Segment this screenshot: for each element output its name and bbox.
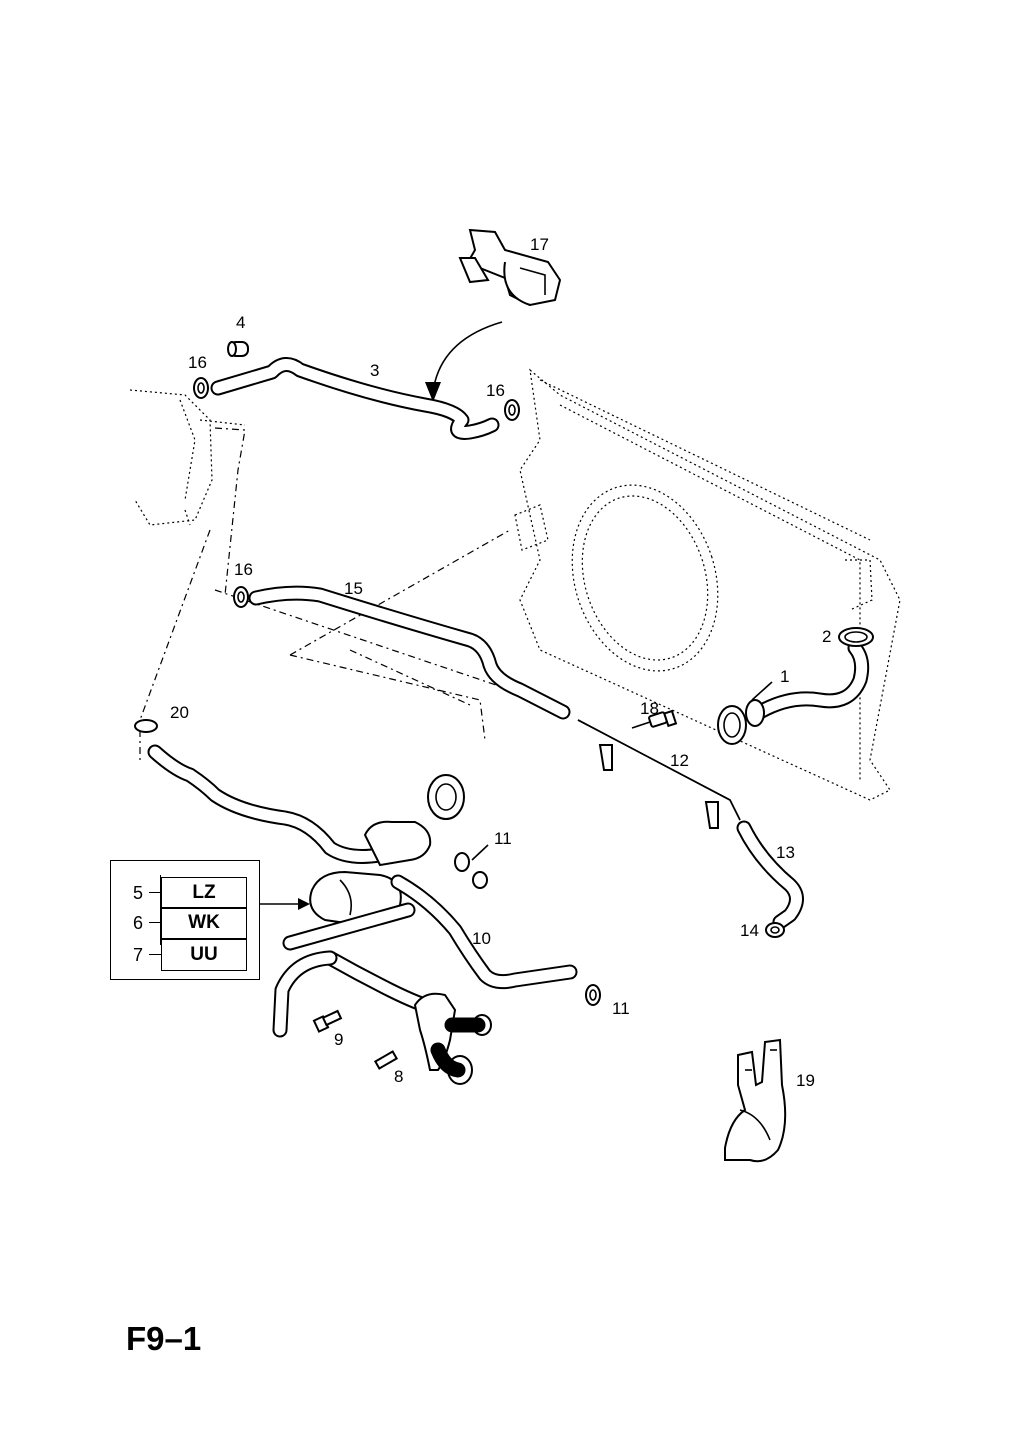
hose-15 xyxy=(248,585,571,720)
hose-13 xyxy=(736,820,804,930)
variant-code: LZ xyxy=(161,877,247,909)
bracket-arrow xyxy=(425,321,503,402)
variant-code: WK xyxy=(161,907,247,939)
callout-17: 17 xyxy=(530,235,549,254)
callout-19: 19 xyxy=(796,1071,815,1090)
hose-clamp-16b xyxy=(504,399,520,421)
callout-20: 20 xyxy=(170,703,189,722)
stud-8 xyxy=(373,1050,399,1070)
variant-code-table: 5 LZ 6 WK 7 UU xyxy=(110,860,260,980)
variant-row-wk: 6 WK xyxy=(111,907,261,939)
callout-14: 14 xyxy=(740,921,759,940)
callout-9: 9 xyxy=(334,1030,343,1049)
leader-lines xyxy=(751,681,773,701)
hose-clamp-16a xyxy=(193,377,209,399)
hose-1 xyxy=(717,640,870,745)
callout-16a: 16 xyxy=(188,353,207,372)
variant-code: UU xyxy=(161,939,247,971)
hose-clamp-2 xyxy=(838,627,874,647)
callout-8: 8 xyxy=(394,1067,403,1086)
callout-13: 13 xyxy=(776,843,795,862)
callout-16b: 16 xyxy=(486,381,505,400)
callout-4: 4 xyxy=(236,313,245,332)
plug-4 xyxy=(227,341,249,357)
callout-16c: 16 xyxy=(234,560,253,579)
callout-18: 18 xyxy=(640,699,659,718)
variant-row-uu: 7 UU xyxy=(111,939,261,971)
pipe-12 xyxy=(577,719,741,829)
lower-pipe-assembly xyxy=(272,950,492,1085)
callout-3: 3 xyxy=(370,361,379,380)
callout-12: 12 xyxy=(670,751,689,770)
hose-clamp-16c xyxy=(233,586,249,608)
callout-11b: 11 xyxy=(612,999,630,1018)
variant-number: 7 xyxy=(133,945,144,965)
callout-10: 10 xyxy=(472,929,491,948)
variant-arrow xyxy=(260,898,310,910)
mounting-bracket-17 xyxy=(458,228,562,307)
expansion-tank-outline xyxy=(129,389,246,526)
bolt-18 xyxy=(631,709,678,729)
callout-labels: 17 4 16 3 16 16 15 2 1 20 18 12 11 13 14… xyxy=(170,235,831,1090)
variant-number: 5 xyxy=(133,883,144,903)
callout-15: 15 xyxy=(344,579,363,598)
callout-11a: 11 xyxy=(494,829,512,848)
pipe-10 xyxy=(282,874,578,990)
callout-1: 1 xyxy=(780,667,789,686)
bolt-9 xyxy=(312,1009,343,1033)
hose-20 xyxy=(134,719,388,864)
variant-bracket-line xyxy=(160,875,161,945)
hose-clamp-14 xyxy=(765,922,785,938)
variant-row-lz: 5 LZ xyxy=(111,877,261,909)
mounting-bracket-19 xyxy=(724,1038,787,1163)
hose-clamp-11b xyxy=(585,984,601,1006)
variant-number: 6 xyxy=(133,913,144,933)
hose-clamp-11a xyxy=(454,844,489,889)
radiator-outline xyxy=(514,368,901,801)
hose-3 xyxy=(210,357,500,440)
callout-2: 2 xyxy=(822,627,831,646)
page-code: F9–1 xyxy=(126,1320,202,1357)
